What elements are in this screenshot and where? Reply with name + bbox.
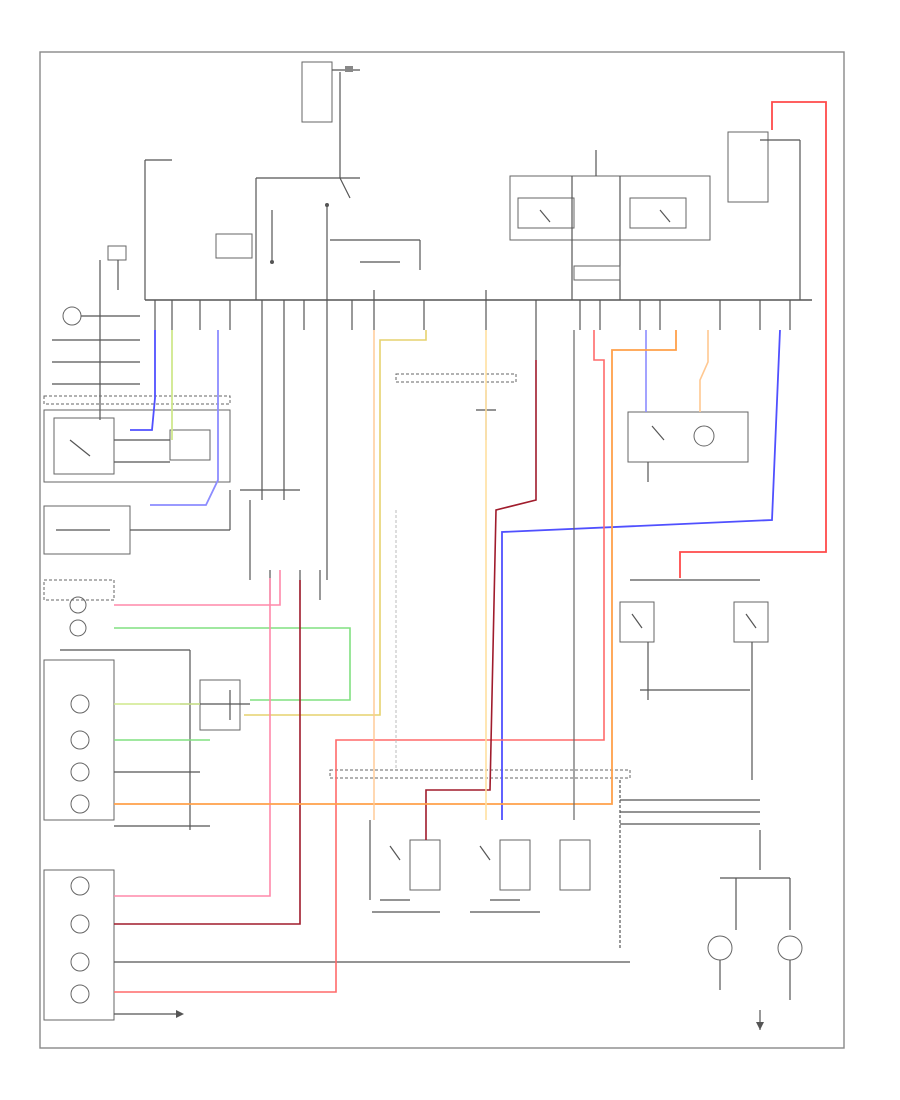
wire-orange bbox=[114, 330, 677, 805]
wire-lightblue-left bbox=[150, 330, 219, 506]
right-column-switch bbox=[509, 150, 711, 300]
top-fuse-panel bbox=[301, 61, 360, 178]
bus-drops bbox=[154, 290, 791, 580]
left-lamp-cluster-top bbox=[52, 245, 140, 420]
wire-blue-right bbox=[501, 329, 781, 820]
wire-darkred-2 bbox=[114, 580, 301, 925]
wire-darkred bbox=[425, 360, 537, 840]
left-relay-box bbox=[43, 490, 231, 555]
wire-green bbox=[114, 627, 351, 701]
wire-blue-left bbox=[130, 330, 156, 431]
bottom-relay-row bbox=[329, 769, 631, 950]
left-switch-box bbox=[43, 395, 231, 483]
diagram-border bbox=[39, 51, 845, 1049]
wire-lightorange bbox=[699, 330, 709, 412]
left-connector-module bbox=[43, 579, 191, 830]
top-right-relay bbox=[727, 131, 801, 300]
wire-pink-center bbox=[114, 330, 605, 993]
wire-pink-2 bbox=[114, 578, 271, 897]
wire-pink-left bbox=[114, 570, 281, 606]
stop-lamp-switch bbox=[619, 579, 769, 780]
center-relay-module bbox=[240, 373, 517, 600]
license-lamp bbox=[43, 659, 210, 827]
right-bottom-connector bbox=[620, 799, 803, 1030]
wire-yellowgreen-center bbox=[244, 330, 427, 716]
right-lamp-cluster bbox=[627, 411, 749, 482]
wire-red-top bbox=[679, 101, 827, 578]
headlamp-switch-area bbox=[215, 177, 421, 300]
rear-marker-lamp bbox=[43, 869, 630, 1021]
